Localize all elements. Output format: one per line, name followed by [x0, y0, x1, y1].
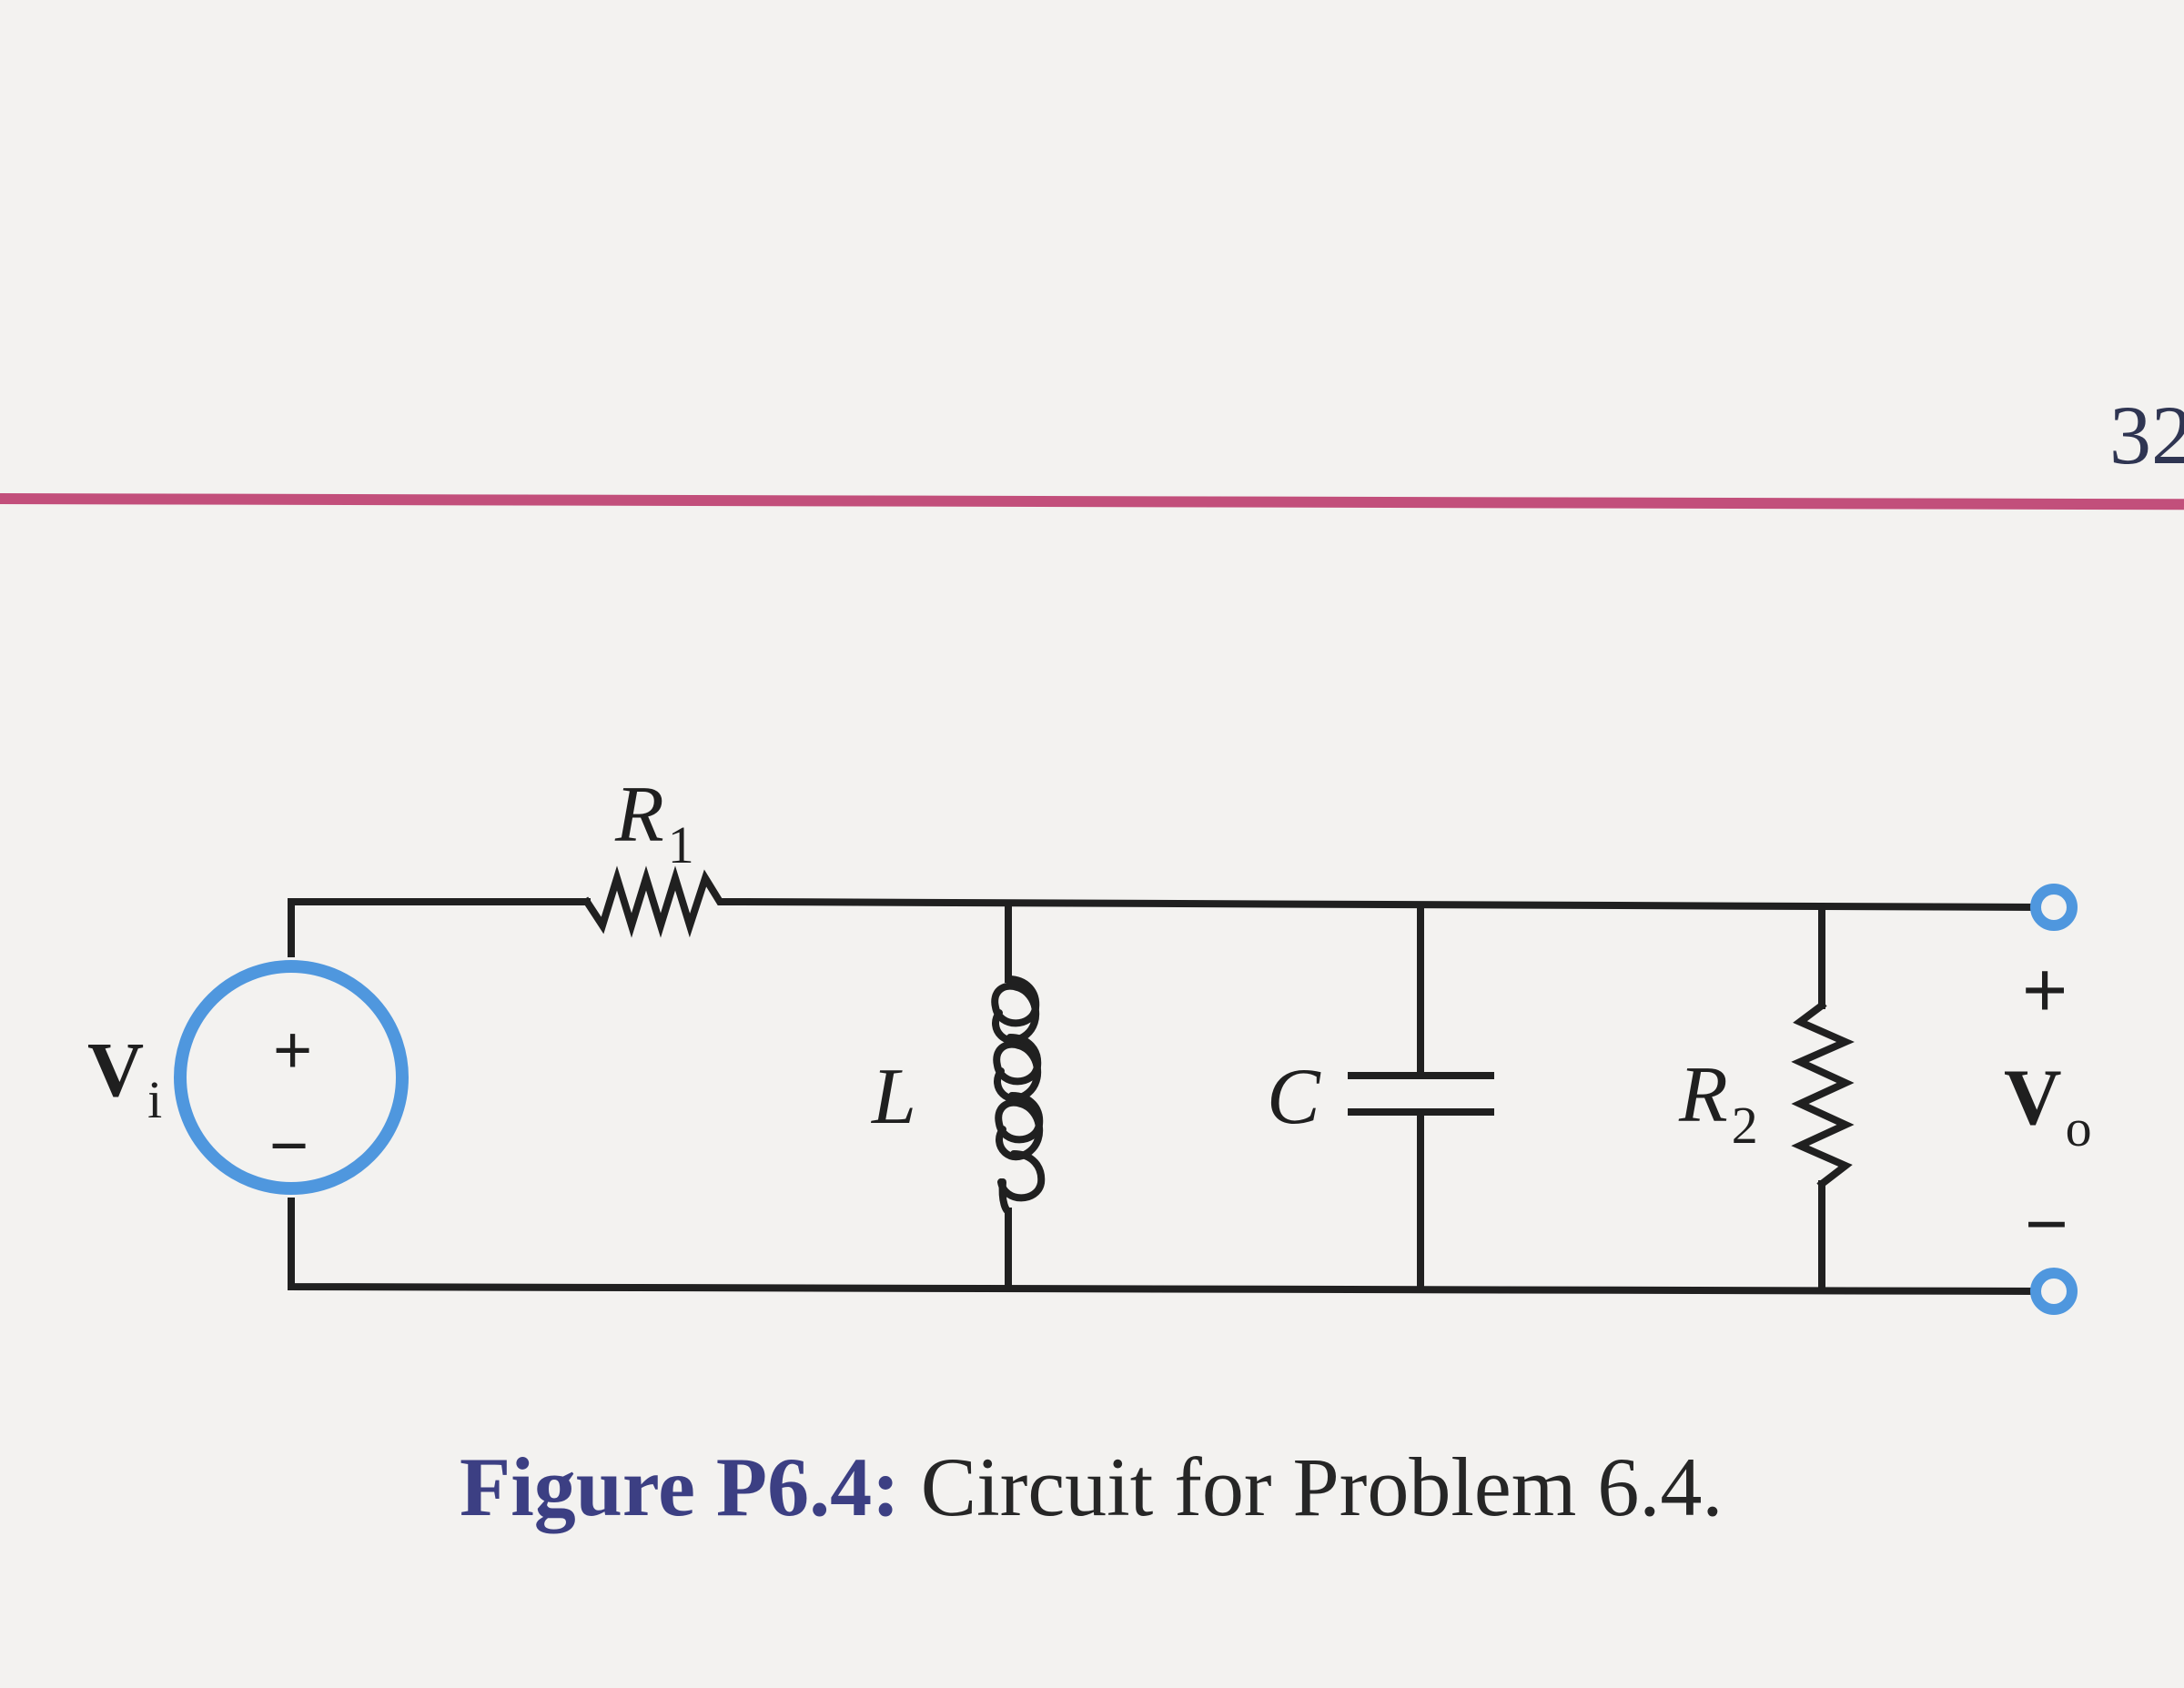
- figure-caption-prefix: Figure P6.4:: [460, 1440, 900, 1533]
- output-label-base: V: [2004, 1054, 2062, 1142]
- wire-top-main: [742, 897, 2041, 912]
- output-label: Vo: [2004, 1058, 2092, 1155]
- output-terminal-bottom: [2030, 1268, 2078, 1315]
- output-plus-sign: +: [2022, 946, 2068, 1034]
- r1-label: R1: [615, 775, 694, 872]
- output-terminals: [2030, 884, 2078, 1315]
- output-minus-sign: −: [2025, 1183, 2068, 1266]
- page-number: 32: [2109, 389, 2184, 481]
- voltage-source-circle: [174, 960, 409, 1195]
- voltage-source: [174, 960, 409, 1195]
- output-terminal-top: [2030, 884, 2078, 931]
- capacitor-label: C: [1267, 1053, 1320, 1141]
- source-label: Vi: [87, 1030, 162, 1127]
- inductor-turn-1: [991, 975, 1040, 1027]
- inductor-turn-4: [994, 1042, 1042, 1103]
- source-plus-sign: +: [273, 1012, 313, 1087]
- inductor-end-turn: [998, 1178, 1012, 1215]
- resistor-r2: [1791, 1000, 1855, 1189]
- wire-left-top: [288, 898, 591, 957]
- inductor-turn-7: [997, 1150, 1046, 1202]
- inductor-turn-2: [992, 984, 1040, 1045]
- figure-caption-text: Circuit for Problem 6.4.: [920, 1440, 1724, 1533]
- r2-label-subscript: 2: [1731, 1096, 1758, 1155]
- source-label-subscript: i: [147, 1070, 163, 1129]
- source-minus-sign: −: [269, 1107, 309, 1183]
- inductor-turn-6: [996, 1100, 1044, 1161]
- inductor-l: [991, 975, 1046, 1215]
- figure-caption: Figure P6.4: Circuit for Problem 6.4.: [460, 1445, 1723, 1529]
- inductor-turn-5: [995, 1092, 1044, 1144]
- source-label-base: V: [87, 1026, 145, 1113]
- r1-label-subscript: 1: [667, 815, 694, 874]
- inductor-turn-3: [993, 1034, 1042, 1086]
- inductor-label: L: [872, 1053, 916, 1141]
- output-label-subscript: o: [2065, 1098, 2092, 1157]
- r2-label: R2: [1679, 1056, 1758, 1152]
- r2-label-base: R: [1679, 1051, 1728, 1139]
- resistor-r1: [581, 865, 750, 938]
- r1-label-base: R: [615, 771, 664, 859]
- wire-bottom-main: [288, 1198, 2041, 1296]
